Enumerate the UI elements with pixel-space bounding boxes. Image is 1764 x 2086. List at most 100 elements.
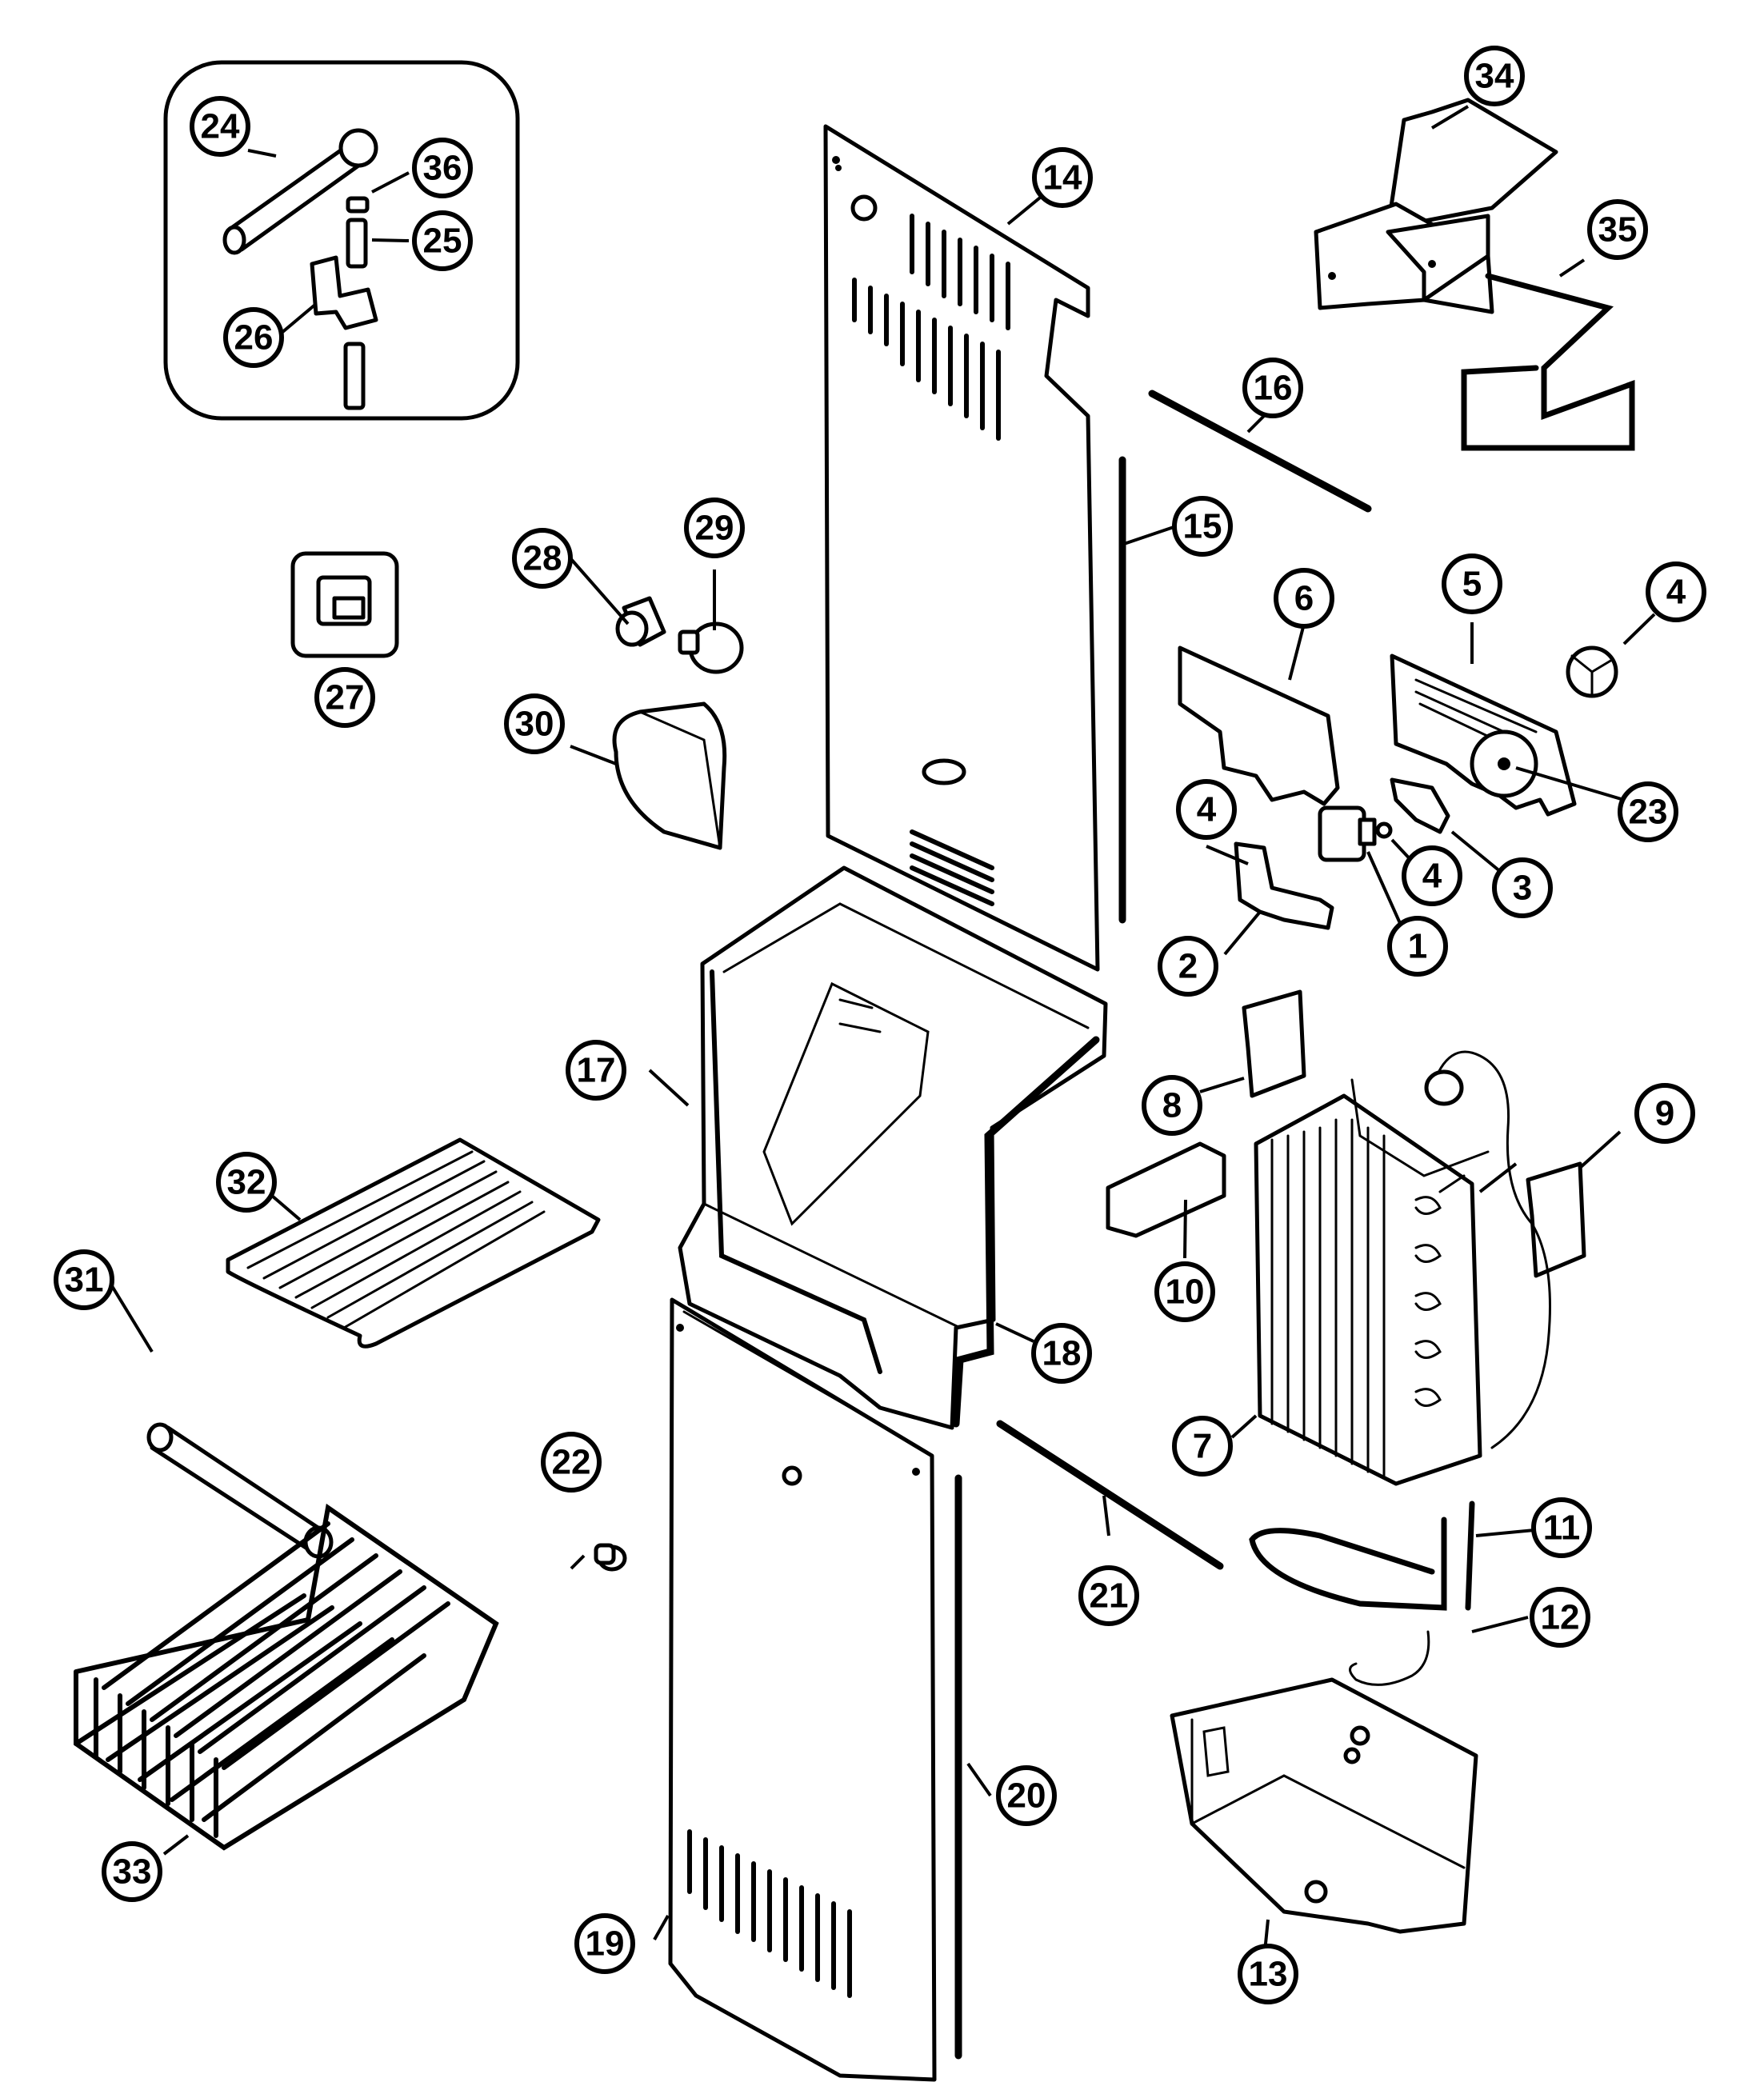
svg-text:25: 25 [423,222,462,261]
lamp-cover-part-31 [612,701,727,850]
roller-part-32 [146,1422,334,1559]
callout-4a: 4 [1176,779,1237,840]
callout-12: 11 [1531,1497,1592,1558]
callout-33: 32 [216,1152,277,1213]
svg-text:18: 18 [1042,1334,1082,1373]
bracket-part-35 [1314,98,1558,314]
callout-18: 17 [566,1040,626,1101]
callout-27: 26 [223,307,284,368]
wire-basket-part-34 [74,1503,499,1851]
svg-text:36: 36 [423,149,462,188]
callout-32: 31 [54,1249,114,1310]
fan-blade-part-5 [1566,645,1618,698]
fan-motor-part-1 [1318,805,1377,862]
callout-21: 20 [996,1765,1057,1826]
gasket-strip-part-17 [1148,390,1372,513]
vent-slots-bottom [687,1829,852,1998]
callout-5: 4 [1646,561,1706,622]
shelf-part-33 [226,1137,601,1349]
svg-text:15: 15 [1183,507,1222,546]
svg-text:8: 8 [1162,1086,1182,1125]
svg-text:19: 19 [586,1924,625,1964]
callout-13: 12 [1530,1587,1590,1648]
callout-2: 2 [1158,936,1218,997]
svg-text:5: 5 [1462,565,1482,604]
callout-3: 3 [1492,857,1553,918]
washer-part-37 [346,196,370,214]
callout-19: 18 [1031,1323,1092,1384]
svg-text:4: 4 [1197,790,1217,829]
bracket-part-9 [1242,989,1306,1098]
svg-text:13: 13 [1249,1955,1288,1994]
svg-text:2: 2 [1178,947,1198,986]
switch-part-28 [290,551,399,658]
callout-36: 35 [1587,199,1648,260]
light-bulb-part-30 [678,621,744,674]
svg-text:34: 34 [1475,57,1514,96]
callout-10: 9 [1634,1083,1695,1144]
fan-shroud-part-6 [1390,653,1577,817]
callout-26: 25 [412,210,473,271]
callout-37: 36 [412,138,473,198]
svg-text:26: 26 [234,318,274,358]
bracket-part-10 [1526,1161,1586,1278]
svg-text:4: 4 [1422,857,1442,896]
svg-text:14: 14 [1043,158,1082,198]
svg-text:12: 12 [1541,1598,1580,1637]
callout-20: 19 [574,1913,635,1974]
svg-text:21: 21 [1090,1576,1129,1616]
callout-16: 15 [1172,496,1233,557]
upper-rear-panel-part-15 [823,124,1100,972]
svg-text:22: 22 [552,1443,591,1482]
callout-28: 27 [314,667,375,728]
evaporator-part-8 [1254,1050,1551,1486]
motor-bracket-part-2 [1234,841,1334,930]
callout-9: 8 [1142,1075,1202,1136]
callout-15: 14 [1032,147,1093,208]
callout-11: 10 [1154,1261,1215,1322]
duct-cover-part-18 [678,865,1108,1430]
grommet-part-4b [1375,821,1393,839]
callout-7: 6 [1274,568,1334,629]
clip-part-27 [310,255,378,330]
svg-text:10: 10 [1166,1273,1205,1312]
callout-35: 34 [1464,46,1525,106]
plug-part-23 [594,1543,627,1572]
svg-text:32: 32 [227,1163,266,1202]
svg-text:28: 28 [523,539,562,578]
callout-22: 21 [1078,1565,1139,1626]
callout-31: 30 [504,693,565,754]
svg-text:20: 20 [1007,1776,1046,1816]
callout-8: 7 [1172,1416,1233,1477]
callout-17: 16 [1242,358,1303,418]
svg-text:27: 27 [326,678,365,717]
svg-text:30: 30 [515,705,554,744]
gasket-part-19 [952,1036,1100,1428]
svg-text:1: 1 [1408,927,1427,966]
callout-30: 29 [684,498,745,558]
gasket-part-7 [1178,645,1340,806]
sleeve-part-26 [346,218,368,269]
wire-frame-part-36 [1461,273,1635,451]
callout-34: 33 [102,1841,162,1902]
fan-hub-part-24 [1498,757,1510,770]
vent-slots-lower [910,829,994,906]
lower-rear-panel-part-20 [668,1297,937,2082]
vent-slots-upper [852,214,1010,441]
svg-text:24: 24 [201,107,240,146]
svg-text:16: 16 [1254,369,1293,408]
svg-text:33: 33 [113,1852,152,1892]
callout-23: 22 [541,1432,602,1493]
svg-text:35: 35 [1598,210,1638,250]
bracket-part-3 [1390,777,1450,834]
svg-text:7: 7 [1193,1427,1212,1466]
svg-text:23: 23 [1629,793,1668,832]
svg-text:29: 29 [695,509,734,548]
callout-14: 13 [1238,1944,1298,2004]
svg-text:4: 4 [1666,573,1686,612]
gasket-strip-part-22 [996,1420,1224,1570]
callout-1: 1 [1387,916,1448,977]
clip-part-13 [1349,1630,1430,1686]
heater-part-12 [1249,1501,1475,1611]
